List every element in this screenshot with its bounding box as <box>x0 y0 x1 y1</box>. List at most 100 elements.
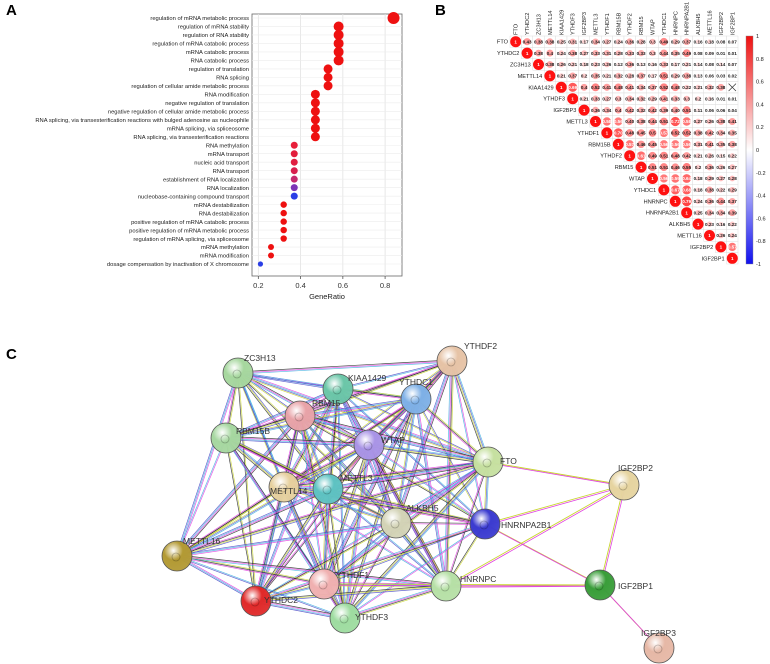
correlation-circle <box>682 174 692 183</box>
network-edge <box>176 444 370 557</box>
network-edge <box>327 461 488 489</box>
correlation-value: 0.37 <box>728 199 737 204</box>
correlation-value: 0.41 <box>602 85 611 90</box>
correlation-circle <box>695 164 701 170</box>
correlation-circle <box>671 163 680 171</box>
correlation-value: 0.48 <box>614 85 623 90</box>
dot-point <box>323 64 333 74</box>
network-edge <box>256 524 486 603</box>
network-node <box>312 473 344 505</box>
correlation-value: 1 <box>594 119 597 124</box>
correlation-value: 0.35 <box>728 131 737 136</box>
correlation-value: 0.21 <box>568 62 577 67</box>
correlation-value: 1 <box>674 199 677 204</box>
column-gene-label: METTL14 <box>548 10 554 35</box>
correlation-value: 0.35 <box>591 74 600 79</box>
network-edge <box>225 438 328 490</box>
correlation-value: 0.37 <box>637 74 646 79</box>
network-edge <box>338 388 447 586</box>
correlation-circle <box>637 106 645 114</box>
correlation-circle <box>719 40 723 44</box>
network-edge <box>344 585 446 618</box>
network-edge <box>176 556 324 586</box>
correlation-value: 0.51 <box>659 165 668 170</box>
correlation-value: 0.48 <box>671 85 680 90</box>
network-edge <box>177 490 329 558</box>
correlation-circle <box>730 74 734 78</box>
node-structure-glyph <box>446 357 456 367</box>
dot-point <box>290 192 298 200</box>
correlation-circle <box>546 61 554 68</box>
network-edge <box>283 443 369 486</box>
network-edge <box>328 488 346 618</box>
correlation-value: 0.21 <box>694 85 703 90</box>
correlation-value: 0.06 <box>705 74 714 79</box>
correlation-value: 0.33 <box>591 51 600 56</box>
network-edge <box>396 361 453 524</box>
correlation-value: 0.51 <box>682 108 691 113</box>
network-edge <box>177 523 397 558</box>
network-edge <box>323 523 485 584</box>
correlation-value: 0.28 <box>625 74 634 79</box>
correlation-circle <box>671 128 680 137</box>
network-edge <box>283 486 397 524</box>
network-edge <box>238 372 489 462</box>
dot-point <box>280 209 287 217</box>
network-edge <box>238 361 453 375</box>
panel-a-letter: A <box>6 2 17 19</box>
node-label: METTL14 <box>270 486 308 496</box>
node-structure-glyph <box>618 481 628 491</box>
correlation-circle <box>695 198 701 204</box>
network-edge <box>489 462 626 487</box>
network-edge <box>300 415 397 523</box>
network-edge <box>326 388 338 489</box>
term-label: negative regulation of cellular amide me… <box>108 110 249 116</box>
correlation-value: 0.42 <box>705 131 714 136</box>
correlation-circle <box>546 49 554 57</box>
correlation-circle <box>681 207 693 219</box>
correlation-value: 0.58 <box>682 119 691 124</box>
correlation-circle <box>718 153 724 158</box>
network-edge <box>176 372 239 557</box>
correlation-value: 1 <box>651 176 654 181</box>
correlation-value: 0.38 <box>545 62 554 67</box>
network-edge <box>176 397 416 556</box>
network-edge <box>255 522 485 601</box>
network-edge <box>394 398 416 523</box>
network-edge <box>283 487 446 587</box>
correlation-value: 0.14 <box>716 62 725 67</box>
network-edge <box>237 373 488 463</box>
row-gene-label: IGF2BP3 <box>553 108 576 114</box>
network-edge <box>322 488 327 584</box>
network-edge <box>395 360 452 523</box>
node-label: FTO <box>500 456 517 466</box>
network-edge <box>484 484 625 525</box>
correlation-value: 0.34 <box>705 210 714 215</box>
correlation-value: 0.79 <box>682 199 691 204</box>
correlation-value: 0.33 <box>637 51 646 56</box>
correlation-value: 0.26 <box>602 62 611 67</box>
network-edge <box>177 489 329 557</box>
node-structure-glyph <box>410 395 420 405</box>
correlation-value: 0.57 <box>728 245 737 250</box>
network-edge <box>254 488 328 601</box>
correlation-circle <box>591 83 600 92</box>
correlation-circle <box>708 74 711 78</box>
correlation-value: 0.2 <box>695 96 702 101</box>
network-edge <box>445 461 488 586</box>
correlation-circle <box>660 95 668 103</box>
dot-point <box>290 175 298 183</box>
correlation-circle <box>647 173 658 184</box>
colorbar-tick-label: -1 <box>756 262 761 268</box>
correlation-circle <box>546 38 554 46</box>
dot-point <box>333 21 344 32</box>
correlation-circle <box>649 50 656 57</box>
term-label: mRNA transport <box>208 152 250 158</box>
correlation-value: 0.56 <box>659 142 668 147</box>
correlation-circle <box>695 96 701 102</box>
network-edge <box>600 486 626 587</box>
correlation-value: 0.21 <box>557 74 566 79</box>
network-edge <box>300 415 489 462</box>
correlation-circle <box>706 84 713 91</box>
